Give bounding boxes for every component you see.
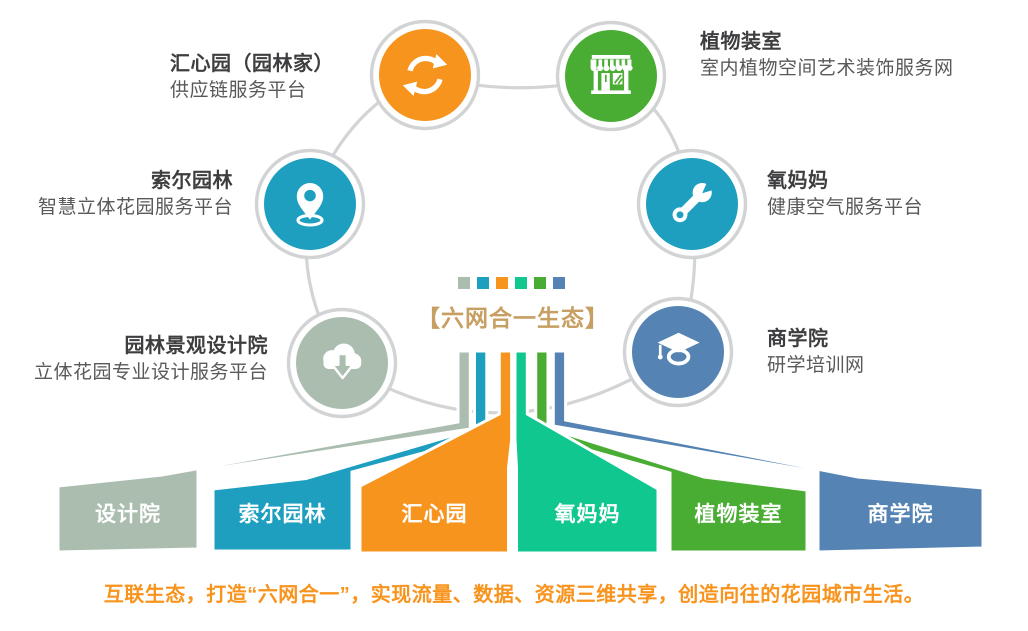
node-zhiwuzhuangshi <box>555 20 667 132</box>
nodes <box>254 19 748 419</box>
node-title: 氧妈妈 <box>767 170 829 192</box>
node-huixinyuan <box>369 19 481 131</box>
ribbon-suoeryuanlin <box>211 349 489 553</box>
node-subtitle: 立体花园专业设计服务平台 <box>33 361 268 383</box>
banner-label-huixinyuan: 汇心园 <box>401 503 468 526</box>
node-title: 园林景观设计院 <box>124 335 268 357</box>
banner-label-yangmama: 氧妈妈 <box>554 503 621 526</box>
node-circle <box>379 29 471 121</box>
ribbon-zhiwuzhuangshi <box>534 349 809 554</box>
banner-label-shangxueyuan: 商学院 <box>867 503 934 526</box>
node-title: 索尔园林 <box>151 170 233 192</box>
node-subtitle: 智慧立体花园服务平台 <box>37 196 233 218</box>
node-subtitle: 健康空气服务平台 <box>767 196 924 218</box>
cycle-icon <box>402 54 448 96</box>
legend-square-teal <box>477 277 489 289</box>
ribbon-huixinyuan <box>358 349 514 555</box>
banner-label-shejiyuan: 设计院 <box>95 503 161 526</box>
node-suoeryuanlin <box>254 148 366 260</box>
ribbon-yangmama <box>513 349 660 555</box>
node-label-shejiyuan: 园林景观设计院 立体花园专业设计服务平台 <box>18 335 268 384</box>
center-title: 【六网合一生态】 <box>417 305 609 331</box>
graduation-cap-icon <box>657 332 700 366</box>
node-subtitle: 供应链服务平台 <box>170 79 307 101</box>
legend-square-orange <box>496 277 508 289</box>
node-yangmama <box>636 148 748 260</box>
legend-square-steel <box>553 277 565 289</box>
wrench-icon <box>672 177 719 223</box>
node-label-shangxueyuan: 商学院 研学培训网 <box>767 328 997 377</box>
legend-square-sage <box>458 277 470 289</box>
cloud-download-icon <box>323 343 362 380</box>
legend-squares <box>458 277 565 289</box>
ribbon-shangxueyuan <box>551 349 985 554</box>
node-label-zhiwuzhuangshi: 植物装室 室内植物空间艺术装饰服务网 <box>700 31 1000 80</box>
node-shangxueyuan <box>622 296 734 408</box>
legend-square-green <box>534 277 546 289</box>
node-label-huixinyuan: 汇心园（园林家） 供应链服务平台 <box>170 53 390 102</box>
banner-label-suoeryuanlin: 索尔园林 <box>238 503 327 526</box>
banner-label-zhiwuzhuangshi: 植物装室 <box>694 503 783 526</box>
location-pin-icon <box>296 183 324 227</box>
funnel-ribbons <box>56 349 985 555</box>
node-subtitle: 室内植物空间艺术装饰服务网 <box>700 57 954 79</box>
node-label-yangmama: 氧妈妈 健康空气服务平台 <box>767 170 997 219</box>
node-circle <box>565 30 657 122</box>
ribbon-shejiyuan <box>56 349 472 554</box>
node-title: 植物装室 <box>700 31 782 53</box>
slogan-text: 互联生态，打造“六网合一”，实现流量、数据、资源三维共享，创造向往的花园城市生活… <box>103 584 925 606</box>
node-title: 商学院 <box>767 328 829 350</box>
legend-square-emerald <box>515 277 527 289</box>
node-shejiyuan <box>286 307 398 419</box>
node-title: 汇心园（园林家） <box>170 53 334 75</box>
storefront-icon <box>590 55 633 94</box>
node-label-suoeryuanlin: 索尔园林 智慧立体花园服务平台 <box>23 170 233 219</box>
node-subtitle: 研学培训网 <box>767 354 865 376</box>
